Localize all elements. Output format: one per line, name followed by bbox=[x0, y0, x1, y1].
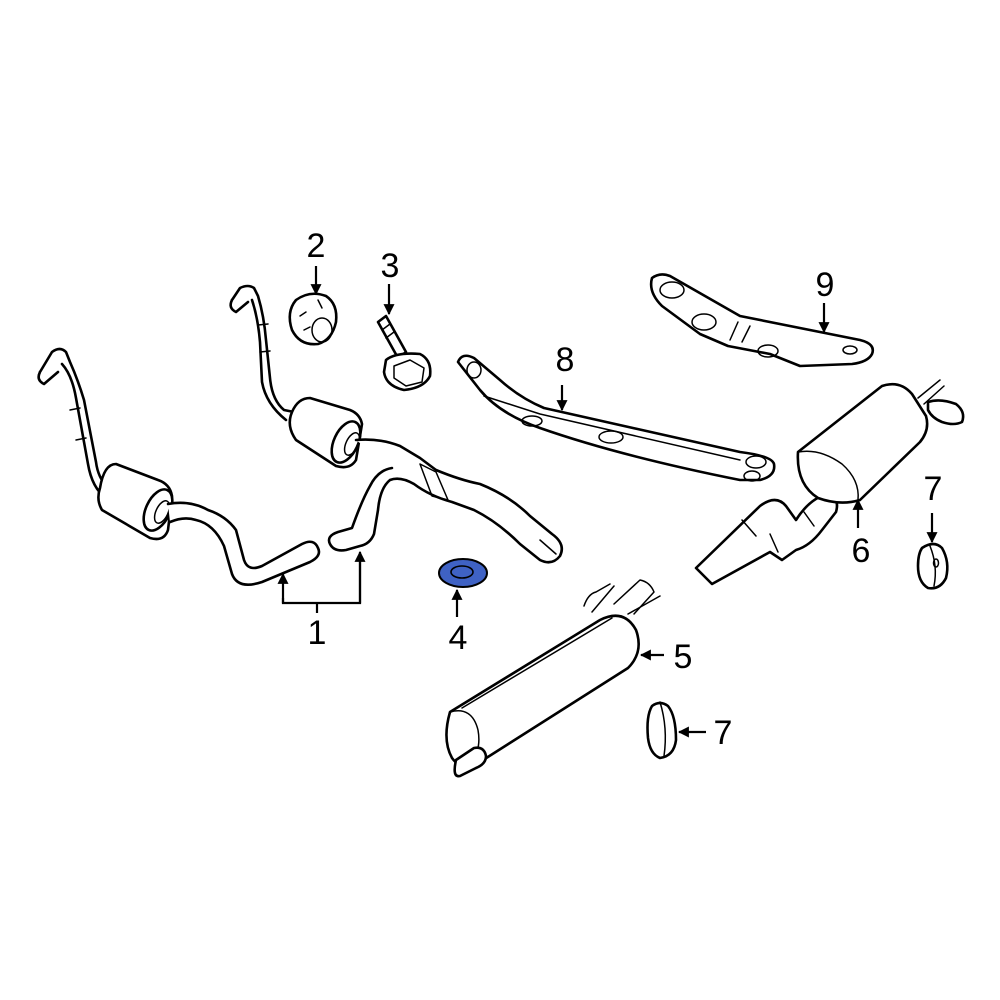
part-7-insulator-lower[interactable] bbox=[646, 701, 678, 760]
part-9-bracket[interactable] bbox=[649, 273, 875, 368]
part-2-nut[interactable] bbox=[288, 292, 338, 346]
callout-2: 2 bbox=[306, 227, 326, 265]
callout-5: 5 bbox=[673, 638, 693, 676]
part-3-bolt[interactable] bbox=[376, 314, 432, 392]
callout-8: 8 bbox=[555, 341, 575, 379]
callout-6: 6 bbox=[851, 532, 871, 570]
callout-1: 1 bbox=[307, 614, 327, 652]
part-8-crossmember[interactable] bbox=[456, 354, 776, 482]
part-6-rear-muffler[interactable] bbox=[694, 379, 965, 586]
callout-9: 9 bbox=[815, 266, 835, 304]
part-1-left-pipe[interactable] bbox=[37, 347, 321, 586]
part-1-right-pipe-and-y-pipe[interactable] bbox=[229, 284, 564, 564]
callout-7-upper: 7 bbox=[923, 470, 943, 508]
callout-3: 3 bbox=[380, 247, 400, 285]
part-5-muffler[interactable] bbox=[445, 579, 661, 778]
callout-7-lower: 7 bbox=[713, 714, 733, 752]
leader-1 bbox=[277, 550, 366, 613]
part-4-gasket[interactable] bbox=[438, 558, 488, 588]
callout-4: 4 bbox=[448, 619, 468, 657]
part-7-insulator-upper[interactable] bbox=[916, 542, 949, 590]
